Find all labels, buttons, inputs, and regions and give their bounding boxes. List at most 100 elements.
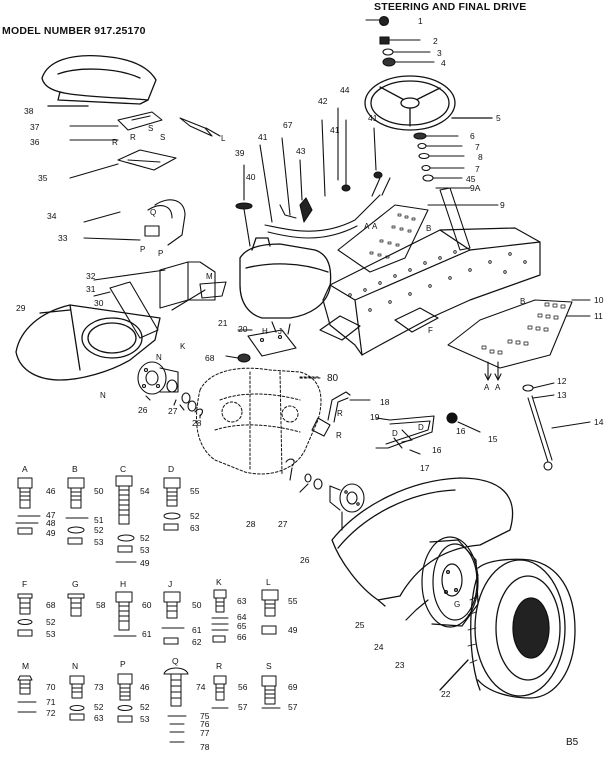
callout-27a: 27 (168, 406, 178, 416)
letter-B2: B (520, 297, 525, 306)
group-L-label: L (266, 577, 271, 587)
letter-H: H (262, 327, 268, 336)
callout-30: 30 (94, 298, 104, 308)
callout-38: 38 (24, 106, 34, 116)
part-68: 68 (46, 600, 56, 610)
group-G-label: G (72, 579, 79, 589)
letter-P2: P (158, 249, 163, 258)
letter-J: J (278, 327, 282, 336)
part-61: 61 (142, 629, 152, 639)
rear-fender (331, 477, 514, 607)
callout-80: 80 (327, 373, 339, 384)
callout-21: 21 (218, 318, 228, 328)
part-46: 46 (46, 486, 56, 496)
letter-A2: A (372, 222, 378, 231)
part-53f: 53 (46, 629, 56, 639)
callout-39: 39 (235, 148, 245, 158)
tractor-frame (319, 227, 541, 356)
wheel-rim (405, 536, 479, 628)
bolt-S (261, 675, 281, 709)
right-hub (285, 458, 365, 531)
part-50: 50 (94, 486, 104, 496)
left-hub (137, 361, 204, 419)
part-66: 66 (237, 632, 247, 642)
part-52p: 52 (140, 702, 150, 712)
part-64: 64 (237, 612, 247, 622)
callout-43: 43 (296, 146, 306, 156)
group-F-label: F (22, 579, 27, 589)
callout-13: 13 (557, 390, 567, 400)
letter-N2: N (100, 391, 106, 400)
seat-hinge (69, 111, 221, 141)
seat-spring (83, 199, 186, 246)
page-number: B5 (566, 737, 579, 748)
transaxle-outline (196, 367, 322, 475)
seat (41, 54, 157, 107)
callout-6: 6 (470, 131, 475, 141)
bolt-G (67, 593, 85, 617)
callout-8: 8 (478, 152, 483, 162)
callout-44: 44 (340, 85, 350, 95)
callout-24: 24 (374, 642, 384, 652)
part-52d: 52 (190, 511, 200, 521)
callout-40: 40 (246, 172, 256, 182)
callout-28a: 28 (192, 418, 202, 428)
callout-9a: 9A (470, 183, 481, 193)
part-63n: 63 (94, 713, 104, 723)
part-51: 51 (94, 515, 104, 525)
part-46p: 46 (140, 682, 150, 692)
bolt-D (163, 477, 181, 531)
group-J-label: J (168, 579, 172, 589)
callout-11: 11 (594, 311, 603, 321)
bolt-A (15, 477, 41, 535)
callout-19: 19 (370, 412, 380, 422)
part-47: 47 (46, 510, 56, 520)
part-50j: 50 (192, 600, 202, 610)
part-57s: 57 (288, 702, 298, 712)
letter-S: S (148, 124, 153, 133)
letter-B: B (426, 224, 431, 233)
letter-P1: P (140, 245, 145, 254)
callout-4: 4 (441, 58, 446, 68)
footrest-right (447, 299, 591, 381)
part-63k: 63 (237, 596, 247, 606)
letter-N1: N (156, 353, 162, 362)
callout-26a: 26 (138, 405, 148, 415)
part-52n: 52 (94, 702, 104, 712)
part-52c: 52 (140, 533, 150, 543)
bolt-P (117, 673, 133, 723)
callout-12: 12 (557, 376, 567, 386)
letter-M: M (206, 272, 213, 281)
steering-washers (382, 48, 435, 67)
letter-labels: L S R R S Q P P M N N K H J A A B B F A … (100, 124, 525, 609)
seat-bracket (69, 149, 177, 179)
part-53c: 53 (140, 545, 150, 555)
lever-assembly (259, 107, 391, 239)
bolt-Q (163, 667, 189, 743)
part-53: 53 (94, 537, 104, 547)
callout-20: 20 (238, 324, 248, 334)
callout-36: 36 (30, 137, 40, 147)
group-K-label: K (216, 577, 222, 587)
bolt-J (161, 591, 185, 645)
letter-R1: R (112, 138, 118, 147)
callout-7b: 7 (475, 164, 480, 174)
part-61j: 61 (192, 625, 202, 635)
tie-rod (375, 412, 481, 455)
part-70: 70 (46, 682, 56, 692)
bolt-K (211, 589, 229, 643)
letter-A4: A (495, 383, 501, 392)
callout-31: 31 (86, 284, 96, 294)
callout-9: 9 (500, 200, 505, 210)
part-77: 77 (200, 728, 210, 738)
bolt-C (115, 475, 137, 563)
callout-34: 34 (47, 211, 57, 221)
callout-41b: 41 (330, 125, 340, 135)
callout-32: 32 (86, 271, 96, 281)
part-48: 48 (46, 518, 56, 528)
part-49l: 49 (288, 625, 298, 635)
steering-shaft-stack (413, 132, 471, 251)
letter-Q: Q (150, 208, 156, 217)
callout-29: 29 (16, 303, 26, 313)
